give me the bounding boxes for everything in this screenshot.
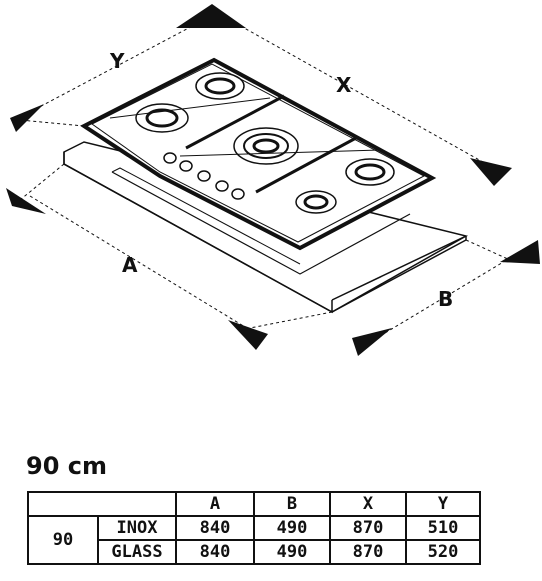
burner-center — [233, 127, 299, 165]
label-a: A — [122, 253, 138, 277]
header-cell-a: A — [175, 491, 255, 517]
burner-front-right — [295, 190, 337, 214]
label-y: Y — [109, 49, 125, 73]
dimensions-table: A B X Y 90 INOX 840 490 870 510 GLASS 84… — [27, 491, 481, 565]
burner-front-left — [135, 103, 189, 133]
header-cell-b: B — [253, 491, 331, 517]
burner-back-left — [195, 72, 245, 100]
control-knobs — [163, 152, 245, 200]
header-cell-x: X — [329, 491, 407, 517]
table-header-row: A B X Y — [27, 491, 481, 517]
value-cell: 870 — [329, 539, 407, 565]
table-row: GLASS 840 490 870 520 — [28, 539, 481, 565]
group-cell: 90 — [27, 515, 99, 565]
value-cell: 870 — [329, 515, 407, 541]
label-b: B — [438, 287, 453, 311]
dimension-lines — [19, 19, 521, 337]
header-cell-y: Y — [405, 491, 481, 517]
type-cell: INOX — [97, 515, 177, 541]
burners — [135, 72, 395, 214]
section-title: 90 cm — [26, 452, 107, 480]
hob-installation-diagram: Y X A B — [6, 4, 540, 356]
header-empty-cell — [27, 491, 177, 517]
hob — [80, 57, 437, 251]
value-cell: 840 — [175, 515, 255, 541]
table-row: 90 INOX 840 490 870 510 — [27, 515, 481, 565]
value-cell: 490 — [253, 539, 331, 565]
label-x: X — [336, 73, 352, 97]
value-cell: 510 — [405, 515, 481, 541]
burner-back-right — [345, 158, 395, 186]
value-cell: 840 — [175, 539, 255, 565]
value-cell: 490 — [253, 515, 331, 541]
type-cell: GLASS — [97, 539, 177, 565]
value-cell: 520 — [405, 539, 481, 565]
dimension-arrows — [6, 4, 540, 356]
